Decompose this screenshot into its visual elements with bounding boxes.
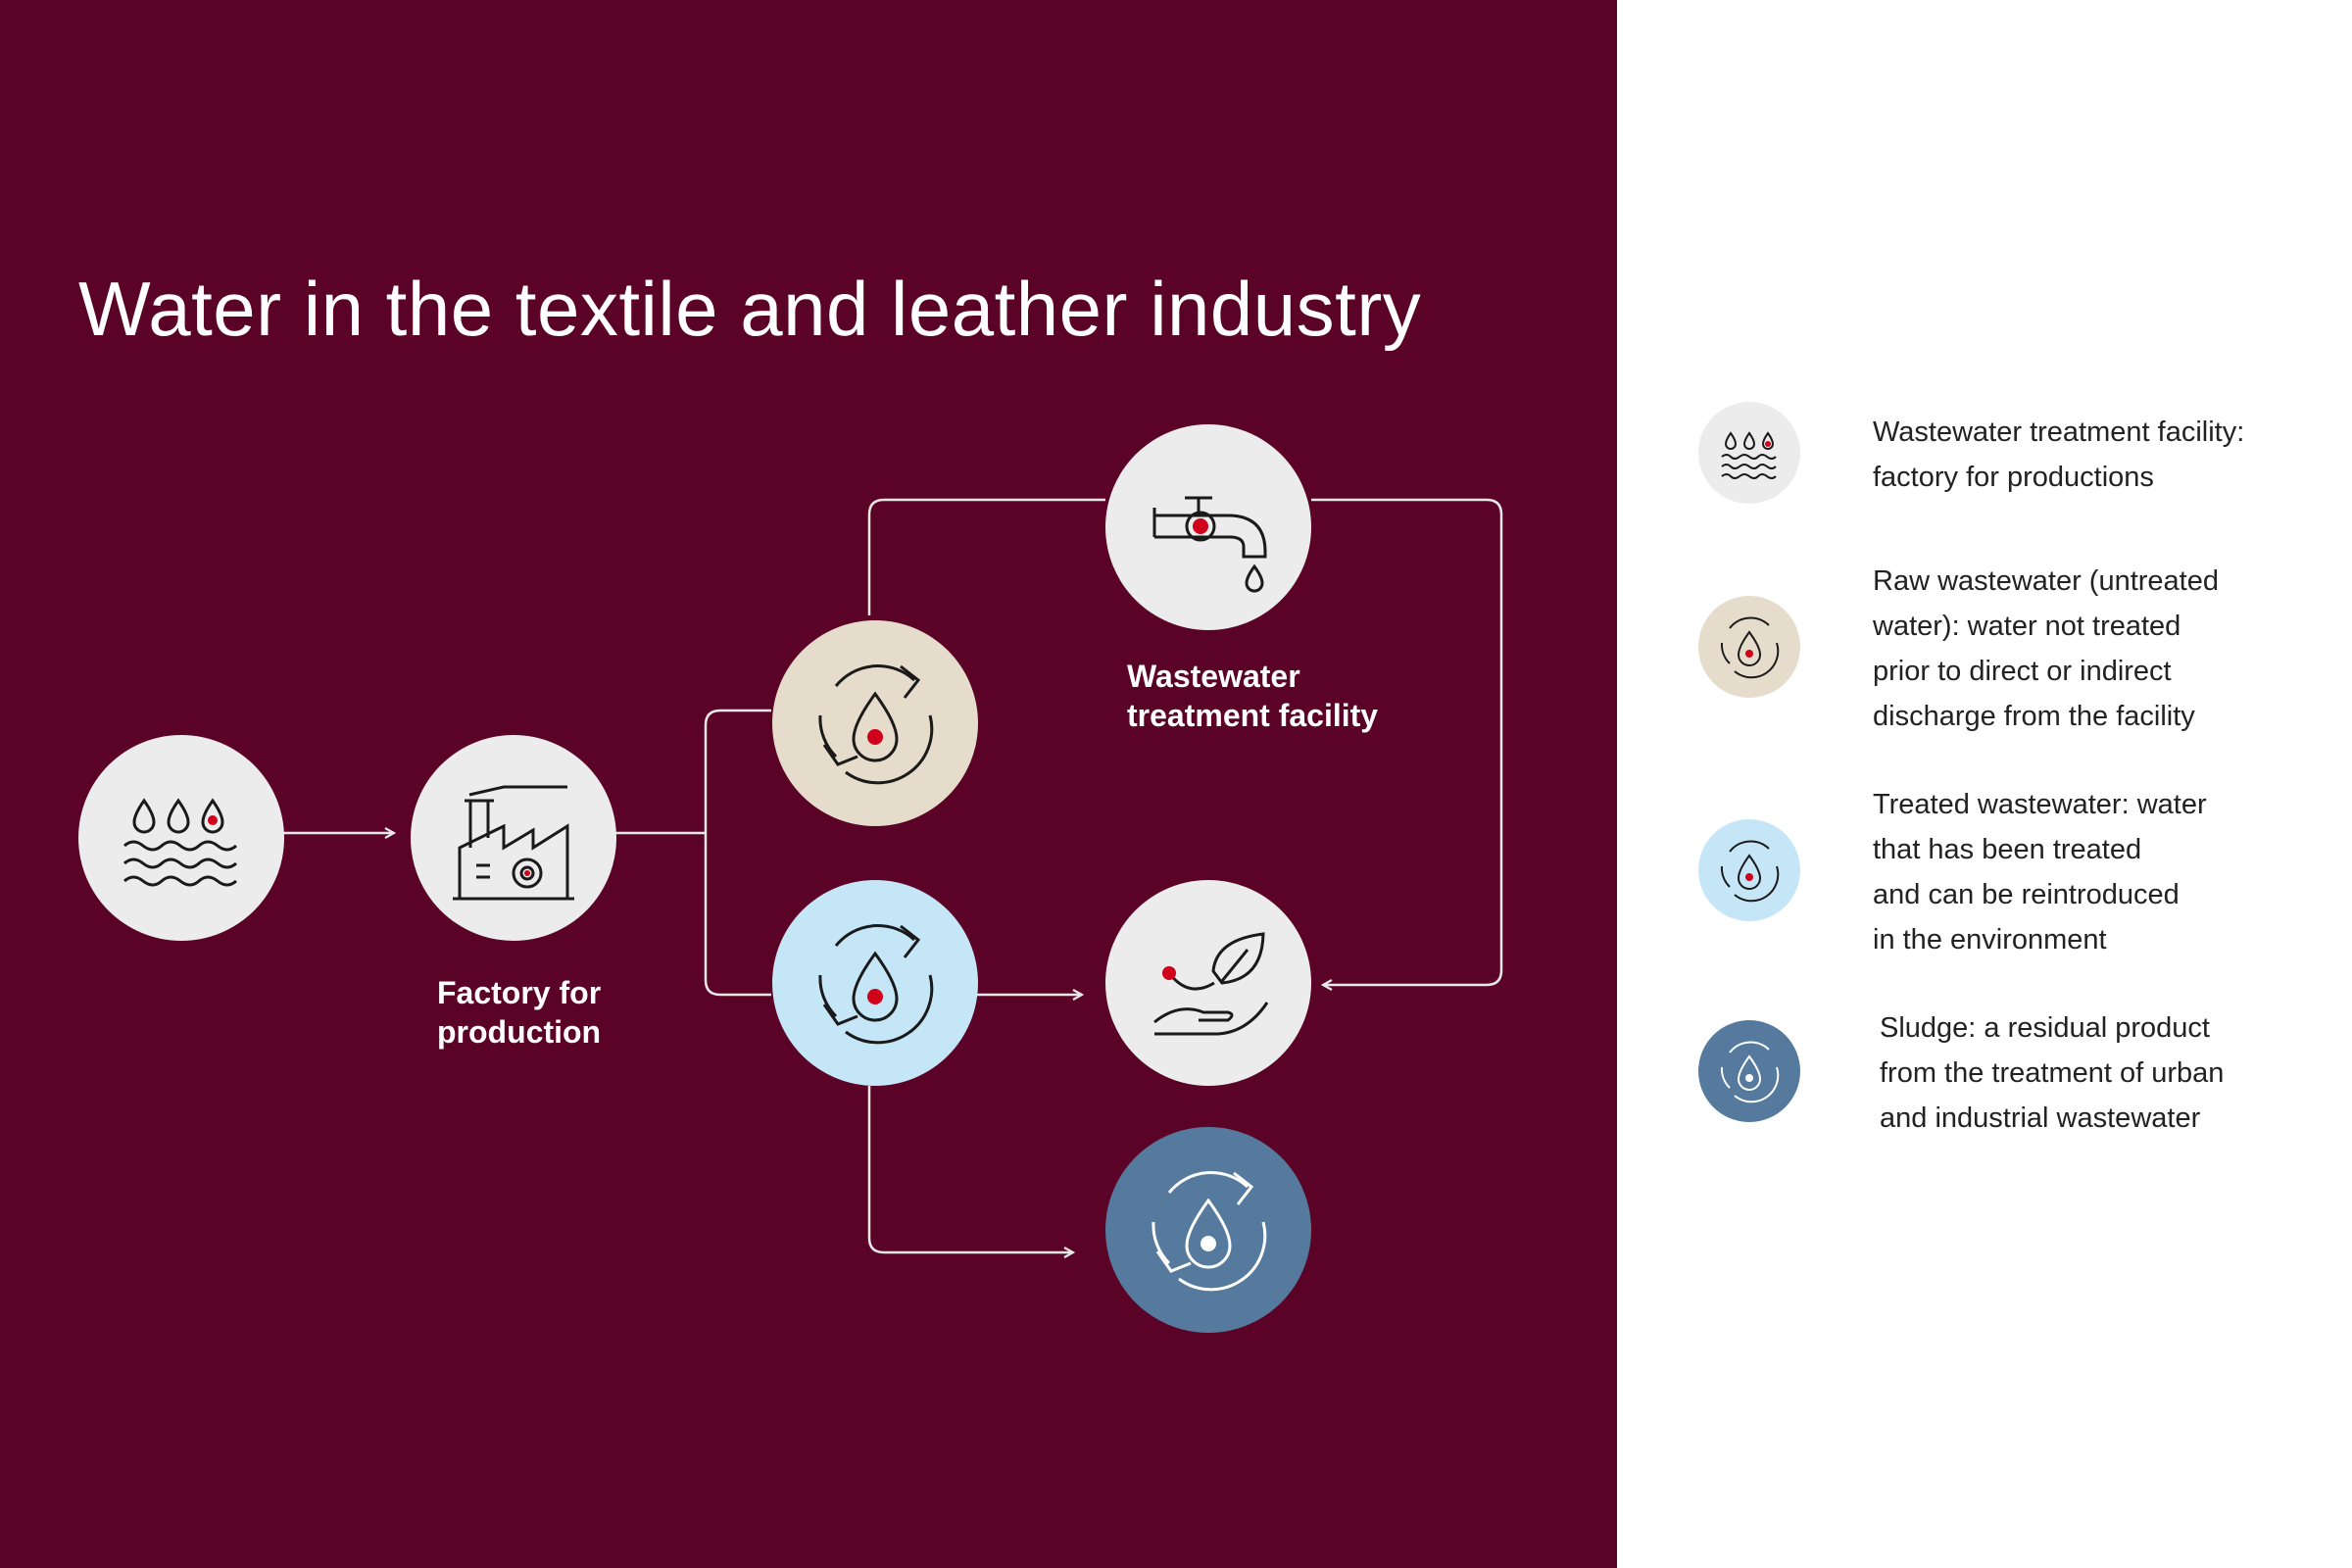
factory-label: Factory for production	[437, 975, 602, 1050]
legend-item-text: Treated wastewater: water that has been …	[1873, 789, 2207, 956]
legend-item-0-icon	[1698, 402, 1800, 504]
water-cycle-icon	[1720, 840, 1780, 903]
water-cycle-icon	[1720, 616, 1780, 679]
water-cycle-icon	[1720, 1041, 1780, 1103]
water-waves-icon	[1721, 431, 1777, 479]
connector-facility-to-environment	[1311, 498, 1503, 985]
diagram-title: Water in the textile and leather industr…	[78, 266, 1422, 352]
water-waves-icon	[123, 798, 237, 887]
node-factory	[411, 735, 616, 941]
legend-item-text: Sludge: a residual product from the trea…	[1880, 1012, 2225, 1134]
legend-item-2-icon	[1698, 819, 1800, 921]
water-cycle-icon	[1152, 1171, 1267, 1292]
node-wastewater-treatment-facility	[1105, 424, 1311, 630]
water-cycle-icon	[818, 664, 934, 785]
connector-treated-to-sludge	[867, 1086, 1073, 1252]
legend-item-1-icon	[1698, 596, 1800, 698]
legend-item-3-icon	[1698, 1020, 1800, 1122]
node-treated-wastewater	[772, 880, 978, 1086]
node-sludge	[1105, 1127, 1311, 1333]
node-raw-wastewater	[772, 620, 978, 826]
faucet-icon	[1152, 496, 1267, 593]
legend-item-text: Raw wastewater (untreated water): water …	[1873, 565, 2219, 732]
node-water-source	[78, 735, 284, 941]
connector-split-to-raw	[704, 709, 771, 997]
water-cycle-icon	[818, 924, 934, 1045]
legend-item-text: Wastewater treatment facility: factory f…	[1873, 416, 2245, 493]
leaf-hand-icon	[1153, 932, 1269, 1036]
connectors	[282, 498, 1503, 1252]
factory-icon	[453, 785, 574, 901]
wastewater-facility-label: Wastewater treatment facility	[1127, 659, 1379, 733]
connector-raw-to-facility	[867, 498, 1105, 615]
node-environment	[1105, 880, 1311, 1086]
